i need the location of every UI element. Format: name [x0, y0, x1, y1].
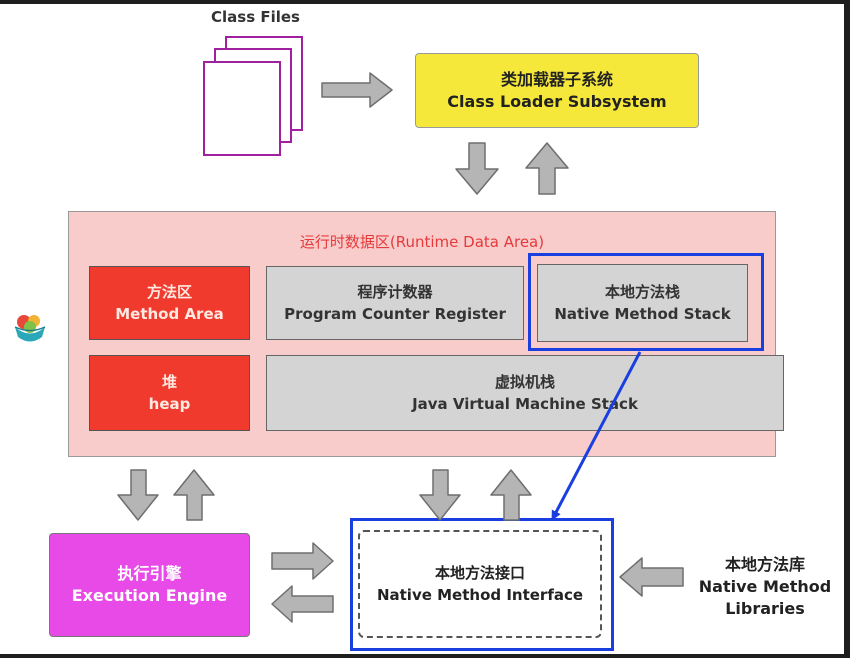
native-interface-cn: 本地方法接口 — [434, 564, 525, 582]
jvm-stack-en: Java Virtual Machine Stack — [412, 395, 638, 413]
heap-cn: 堆 — [161, 373, 177, 391]
window-frame-top — [0, 0, 850, 4]
arrow-up-icon — [173, 469, 215, 521]
method-area: 方法区 Method Area — [89, 266, 250, 340]
execution-engine: 执行引擎 Execution Engine — [49, 533, 250, 637]
native-libraries-en2: Libraries — [725, 599, 805, 618]
heap-area: 堆 heap — [89, 355, 250, 431]
execution-engine-cn: 执行引擎 — [117, 564, 182, 583]
method-area-en: Method Area — [115, 305, 224, 323]
arrow-right-icon — [271, 542, 334, 580]
arrow-left-icon — [271, 585, 334, 623]
window-frame-right — [844, 0, 850, 658]
program-counter-register: 程序计数器 Program Counter Register — [266, 266, 524, 340]
native-method-stack-highlight — [528, 253, 764, 351]
arrow-left-icon — [619, 557, 684, 597]
jvm-stack: 虚拟机栈 Java Virtual Machine Stack — [266, 355, 784, 431]
pc-register-cn: 程序计数器 — [357, 283, 433, 301]
runtime-data-area-title: 运行时数据区(Runtime Data Area) — [299, 233, 545, 251]
jvm-stack-cn: 虚拟机栈 — [494, 373, 555, 391]
arrow-down-icon — [455, 142, 499, 195]
native-method-interface: 本地方法接口 Native Method Interface — [358, 530, 602, 638]
cat-bowl-icon — [14, 315, 46, 342]
arrow-down-icon — [117, 469, 159, 521]
native-stack-en: Native Method Stack — [554, 305, 731, 323]
native-interface-en: Native Method Interface — [376, 586, 584, 604]
arrow-right-icon — [321, 72, 393, 108]
window-frame-bottom — [0, 654, 850, 658]
native-libraries-cn: 本地方法库 — [724, 555, 805, 574]
class-file-page — [203, 61, 281, 156]
native-method-libraries: 本地方法库 Native Method Libraries — [690, 554, 840, 620]
class-loader-en: Class Loader Subsystem — [447, 91, 667, 111]
native-link-arrow — [551, 351, 642, 521]
arrow-up-icon — [490, 469, 532, 521]
pc-register-en: Program Counter Register — [284, 305, 506, 323]
native-method-stack: 本地方法栈 Native Method Stack — [537, 264, 748, 342]
arrow-down-icon — [419, 469, 461, 521]
class-loader-subsystem: 类加载器子系统 Class Loader Subsystem — [415, 53, 699, 128]
class-files-label: Class Files — [211, 8, 300, 26]
native-stack-cn: 本地方法栈 — [604, 283, 680, 301]
execution-engine-en: Execution Engine — [71, 586, 228, 605]
native-libraries-en1: Native Method — [698, 577, 832, 596]
class-loader-cn: 类加载器子系统 — [500, 69, 613, 89]
method-area-cn: 方法区 — [146, 283, 192, 301]
heap-en: heap — [148, 395, 191, 413]
native-interface-highlight — [350, 518, 614, 651]
arrow-up-icon — [525, 142, 569, 195]
